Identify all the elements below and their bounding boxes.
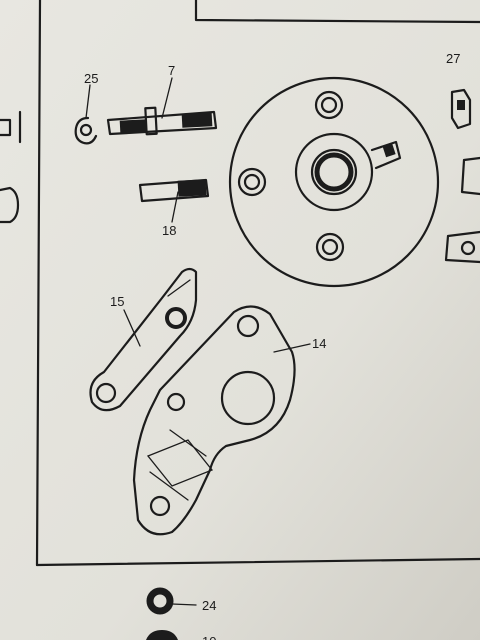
diagram-frame	[35, 0, 480, 567]
part-25-clip	[74, 84, 98, 145]
label-part-24: 24	[202, 598, 216, 613]
flange-disc	[228, 76, 440, 288]
label-part-18: 18	[162, 223, 176, 238]
part-24-washer	[146, 587, 197, 615]
label-part-25: 25	[84, 71, 98, 86]
label-part-14: 14	[312, 336, 326, 351]
label-part-7: 7	[168, 63, 175, 78]
part-18-pin	[138, 178, 210, 223]
left-edge-partial-parts	[0, 110, 22, 224]
part-14-plate	[132, 305, 311, 536]
part-15-lever	[89, 267, 198, 412]
label-part-27: 27	[446, 51, 460, 66]
part-7-pin	[106, 77, 218, 136]
partial-part-bottom	[146, 630, 178, 640]
label-part-15: 15	[110, 294, 124, 309]
label-part-10-partial: 10	[202, 634, 216, 640]
right-edge-partial-parts	[444, 88, 480, 264]
